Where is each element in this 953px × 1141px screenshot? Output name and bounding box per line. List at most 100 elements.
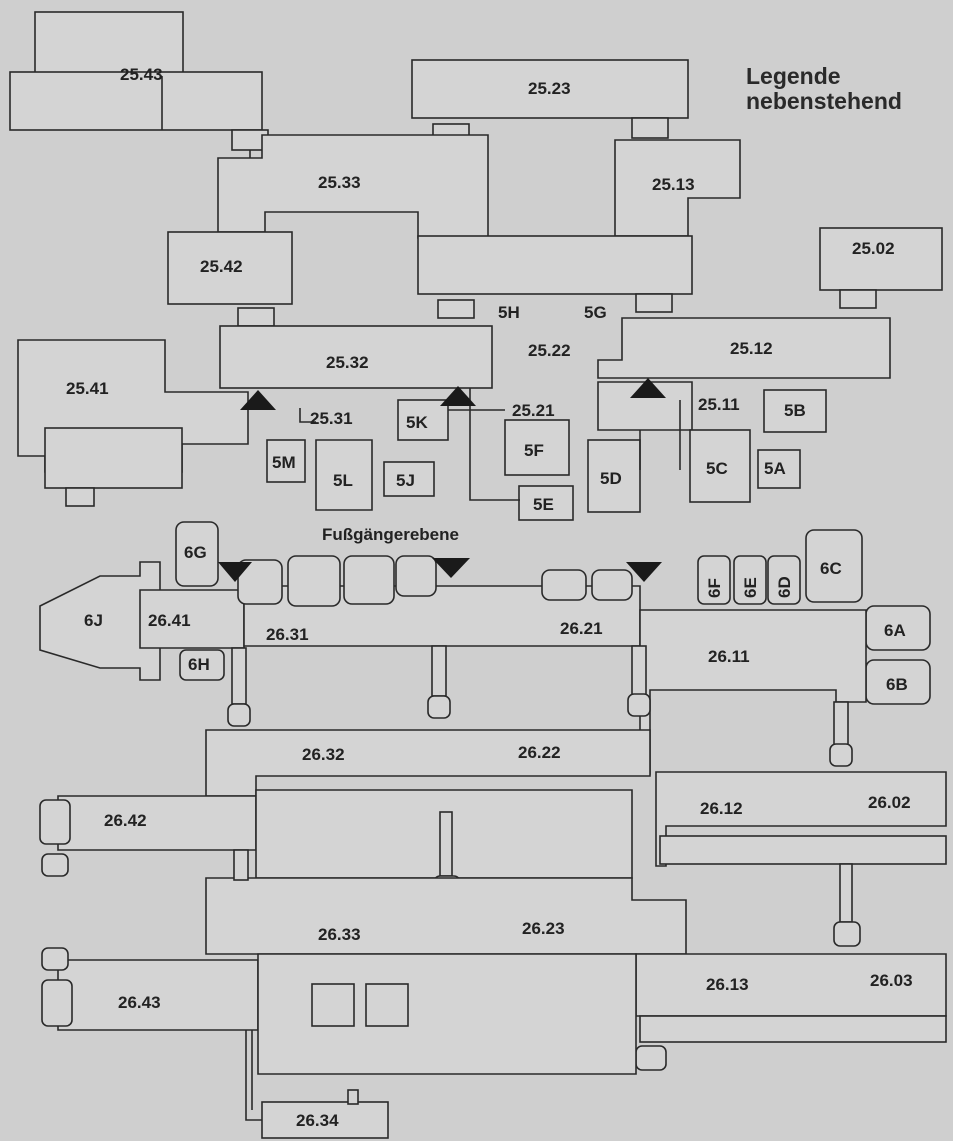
label: 6E <box>741 577 760 598</box>
room-5m <box>266 439 306 483</box>
label: 25.02 <box>852 239 895 258</box>
stair-link <box>631 645 647 697</box>
corridor-25 <box>417 235 693 295</box>
room-5l <box>315 439 373 511</box>
label: 5L <box>333 471 353 490</box>
label: 25.42 <box>200 257 243 276</box>
label: 6F <box>705 578 724 598</box>
room-25-41-inner <box>44 427 183 489</box>
connector <box>627 693 651 717</box>
label: 5G <box>584 303 607 322</box>
room-5e <box>518 485 574 521</box>
room-26-03-strip <box>639 1015 947 1043</box>
label: 5M <box>272 453 296 472</box>
label: 5B <box>784 401 806 420</box>
room-5c <box>689 429 751 503</box>
connector <box>829 743 853 767</box>
connector <box>41 979 73 1027</box>
room-26-02-strip <box>659 835 947 865</box>
stair-link <box>231 647 247 705</box>
label: 26.32 <box>302 745 345 764</box>
room-6g <box>175 521 219 587</box>
room-25-43-back <box>34 11 184 75</box>
room-5d <box>587 439 641 513</box>
label: 25.12 <box>730 339 773 358</box>
up-triangle-marker <box>240 390 276 410</box>
label: 26.43 <box>118 993 161 1012</box>
label: 25.13 <box>652 175 695 194</box>
pedestrian-unit <box>237 559 283 605</box>
connector <box>635 1045 667 1071</box>
connector <box>41 947 69 971</box>
upper-level <box>9 11 943 521</box>
legend-line-1: Legende <box>746 63 841 89</box>
legend-line-2: nebenstehend <box>746 88 902 114</box>
room-25-23 <box>411 59 689 119</box>
connector <box>41 853 69 877</box>
label: 6C <box>820 559 842 578</box>
label: 26.21 <box>560 619 603 638</box>
connector <box>631 117 669 139</box>
room-6c <box>805 529 863 603</box>
room-5f <box>504 419 570 476</box>
room-6f <box>697 555 731 605</box>
up-triangle-marker <box>630 378 666 398</box>
label: 6D <box>775 576 794 598</box>
connector <box>237 307 275 327</box>
label: 25.22 <box>528 341 571 360</box>
label: 6G <box>184 543 207 562</box>
connector <box>839 289 877 309</box>
pedestrian-unit <box>395 555 437 597</box>
label: 25.11 <box>698 395 740 414</box>
room-6d <box>767 555 801 605</box>
down-triangle-marker <box>432 558 470 578</box>
connector <box>635 293 673 313</box>
label: 5C <box>706 459 728 478</box>
label: 26.03 <box>870 971 913 990</box>
connector <box>39 799 71 845</box>
label: 26.34 <box>296 1111 339 1130</box>
connector <box>833 921 861 947</box>
room-26-32 <box>205 729 651 797</box>
pedestrian-unit <box>343 555 395 605</box>
label: 26.12 <box>700 799 743 818</box>
label: 25.33 <box>318 173 361 192</box>
label: 5A <box>764 459 786 478</box>
down-triangle-marker <box>626 562 662 582</box>
label: 5E <box>533 495 554 514</box>
label: 26.02 <box>868 793 911 812</box>
room-26-12 <box>655 771 947 867</box>
stair-link <box>233 849 249 881</box>
label: 6J <box>84 611 103 630</box>
label: 25.21 <box>512 401 555 420</box>
label: 26.41 <box>148 611 191 630</box>
room-26-33 <box>205 877 687 955</box>
label: 6A <box>884 621 906 640</box>
label: 6H <box>188 655 210 674</box>
connector <box>347 1089 359 1105</box>
stair-link <box>839 863 853 923</box>
label: 6B <box>886 675 908 694</box>
room-26-34 <box>261 1101 389 1139</box>
pedestrian-unit <box>591 569 633 601</box>
room-25-42 <box>167 231 293 305</box>
connector <box>227 703 251 727</box>
label: 25.31 <box>310 409 353 428</box>
label: 25.43 <box>120 65 163 84</box>
inner-box <box>311 983 355 1027</box>
stair-link <box>439 811 453 877</box>
legend-note: Legende nebenstehend <box>746 64 902 114</box>
stair-link <box>833 701 849 747</box>
room-25-02 <box>819 227 943 291</box>
connector <box>437 299 475 319</box>
label: 26.22 <box>518 743 561 762</box>
room-25-12 <box>597 317 891 379</box>
room-25-43 <box>9 71 263 131</box>
label: 26.42 <box>104 811 147 830</box>
room-5j <box>383 461 435 497</box>
label: 5K <box>406 413 428 432</box>
label: 26.11 <box>708 647 750 666</box>
connector <box>427 695 451 719</box>
pedestrian-unit <box>287 555 341 607</box>
label: 25.41 <box>66 379 109 398</box>
